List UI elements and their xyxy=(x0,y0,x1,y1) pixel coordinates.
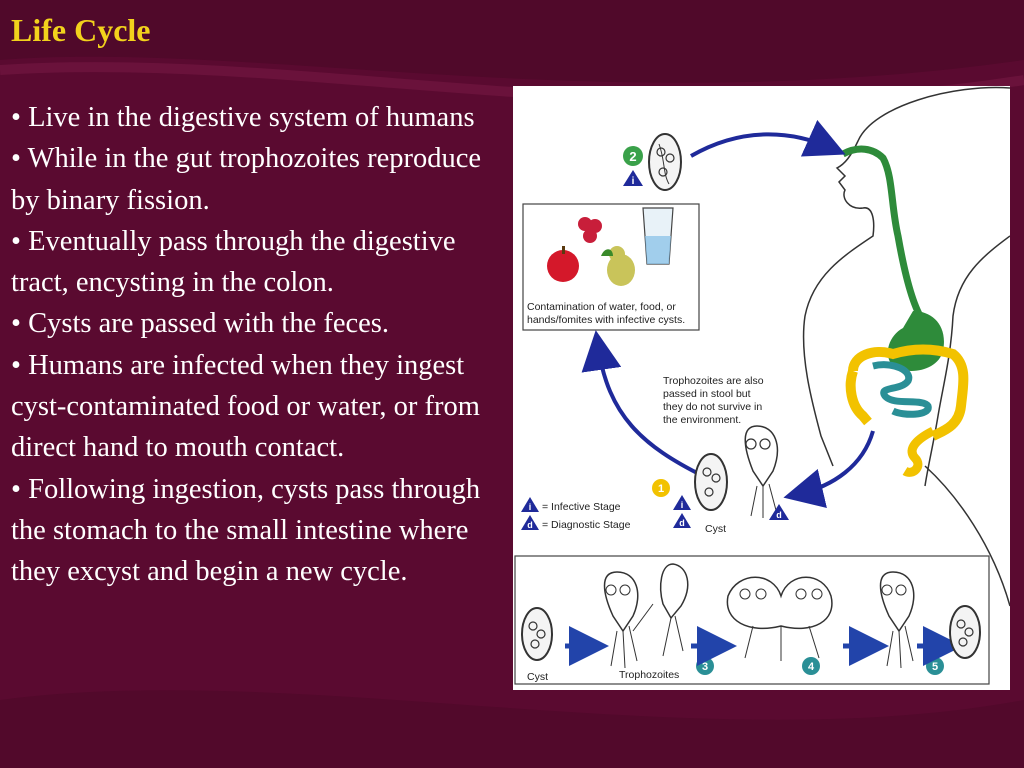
cyst-label: Cyst xyxy=(705,523,726,535)
infective-stage-marker-icon: i xyxy=(673,495,691,510)
svg-text:i: i xyxy=(632,176,635,187)
legend-diagnostic: = Diagnostic Stage xyxy=(542,519,631,531)
bullet-list: • Live in the digestive system of humans… xyxy=(11,97,506,593)
svg-text:d: d xyxy=(776,510,782,520)
svg-text:i: i xyxy=(529,502,532,512)
step-3-badge: 3 xyxy=(702,661,708,673)
arrow-to-contamination xyxy=(581,330,704,478)
cyst-label: Cyst xyxy=(527,671,548,683)
svg-text:d: d xyxy=(679,518,685,528)
svg-text:Trophozoites are also: Trophozoites are also xyxy=(663,375,764,387)
step-1-badge: 1 xyxy=(652,479,670,497)
bullet-item: • Humans are infected when they ingest c… xyxy=(11,349,480,464)
contamination-text-line1: Contamination of water, food, or xyxy=(527,301,676,313)
legend-infective: = Infective Stage xyxy=(542,501,621,513)
cyst-icon xyxy=(648,133,682,191)
slide-title: Life Cycle xyxy=(11,12,151,48)
svg-text:they do not survive in: they do not survive in xyxy=(663,401,762,413)
step-5-badge: 5 xyxy=(932,661,938,673)
digestive-tract-icon xyxy=(841,145,944,371)
diagnostic-stage-marker-icon: d xyxy=(769,504,789,520)
bullet-item: • Following ingestion, cysts pass throug… xyxy=(11,473,481,588)
intestine-icon xyxy=(845,344,969,477)
legend: i = Infective Stage d = Diagnostic Stage xyxy=(521,497,631,531)
trophozoite-icon xyxy=(744,425,779,518)
svg-text:d: d xyxy=(527,520,533,530)
bullet-item: • Live in the digestive system of humans xyxy=(11,102,475,133)
contamination-text-line2: hands/fomites with infective cysts. xyxy=(527,314,685,326)
svg-text:the environment.: the environment. xyxy=(663,414,741,426)
bullet-item: • Eventually pass through the digestive … xyxy=(11,225,456,299)
infective-stage-marker-icon: i xyxy=(623,170,643,187)
contamination-box: Contamination of water, food, or hands/f… xyxy=(522,203,700,331)
step-2-badge: 2 xyxy=(623,146,643,166)
svg-text:2: 2 xyxy=(629,149,636,164)
arrow-to-mouth xyxy=(690,119,846,158)
svg-text:i: i xyxy=(681,500,684,510)
arrow-from-intestine xyxy=(783,430,875,508)
bullet-item: • Cysts are passed with the feces. xyxy=(11,308,390,340)
excystation-panel: Cyst Trophozoites 3 4 xyxy=(514,555,990,685)
cyst-icon xyxy=(694,453,728,511)
life-cycle-figure: Contamination of water, food, or hands/f… xyxy=(513,86,1010,690)
trophozoites-label: Trophozoites xyxy=(619,669,679,681)
step-4-badge: 4 xyxy=(808,661,815,673)
svg-text:passed in stool but: passed in stool but xyxy=(663,388,751,400)
bullet-item: • While in the gut trophozoites reproduc… xyxy=(11,143,482,216)
diagnostic-stage-marker-icon: d xyxy=(673,513,691,528)
trophozoites-note: Trophozoites are also passed in stool bu… xyxy=(663,375,764,426)
human-silhouette xyxy=(802,86,1010,607)
svg-text:1: 1 xyxy=(658,483,664,495)
